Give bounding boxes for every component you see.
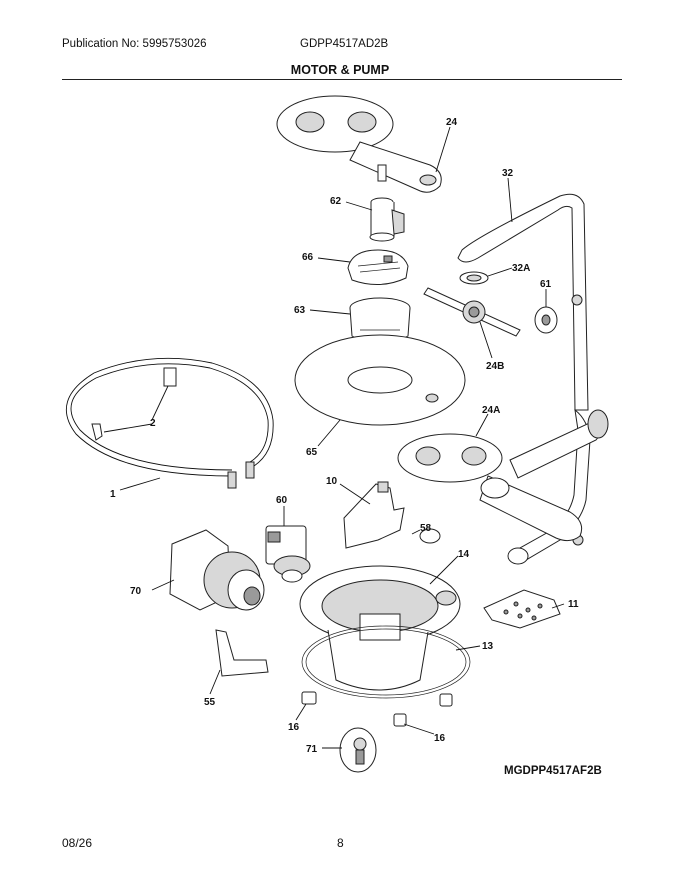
part-32A-washer[interactable] [459,271,489,285]
part-60-pump[interactable] [265,525,311,583]
part-24A-lower-arm[interactable] [397,409,609,542]
callout-65: 65 [306,447,318,458]
part-11-filter[interactable] [483,589,561,629]
callout-61: 61 [540,279,552,290]
callout-70: 70 [130,586,142,597]
callout-60: 60 [276,495,288,506]
leader-lines [103,126,565,749]
part-13-gasket[interactable] [301,625,471,699]
footer-date: 08/26 [62,836,93,850]
section-title: MOTOR & PUMP [290,63,390,77]
callout-62: 62 [330,196,342,207]
callout-24: 24 [446,117,458,128]
callout-55: 55 [204,697,216,708]
part-61-seal[interactable] [534,306,558,334]
callout-10: 10 [326,476,338,487]
part-71-sensor[interactable] [339,727,377,773]
callout-14: 14 [458,549,470,560]
part-14-sump[interactable] [299,565,461,691]
callout-11: 11 [568,599,579,610]
callout-16-left: 16 [288,722,300,733]
callout-63: 63 [294,305,306,316]
callout-32A: 32A [512,263,530,274]
callout-2: 2 [150,418,156,429]
callout-16-right: 16 [434,733,446,744]
part-16-foot-mid[interactable] [393,713,407,727]
callout-labels: 24 32 62 66 32A 61 63 24B 2 65 24A 1 10 … [110,117,579,755]
callout-24A: 24A [482,405,500,416]
part-2-bracket[interactable] [91,367,177,441]
part-16-foot-left[interactable] [301,691,317,705]
callout-1: 1 [110,489,116,500]
page-number: 8 [337,836,344,850]
part-heater-element[interactable] [65,357,274,489]
part-upper-spray-arm[interactable] [276,95,442,193]
part-55-bracket[interactable] [215,629,269,677]
part-filter-plate[interactable] [294,334,466,426]
part-16-foot-right[interactable] [439,693,453,707]
part-24B-arm[interactable] [423,287,521,337]
callout-13: 13 [482,641,494,652]
publication-number: Publication No: 5995753026 [62,38,207,50]
callout-66: 66 [302,252,314,263]
header-rule [62,79,622,80]
callout-58: 58 [420,523,432,534]
part-66[interactable] [347,249,409,285]
callout-32: 32 [502,168,514,179]
part-58-ball[interactable] [419,528,441,544]
part-62[interactable] [369,197,405,242]
callout-24B: 24B [486,361,504,372]
part-10[interactable] [343,481,405,549]
diagram-code: MGDPP4517AF2B [504,765,602,777]
part-63[interactable] [349,297,411,349]
part-70-motor[interactable] [169,529,265,611]
callout-71: 71 [306,744,318,755]
model-number: GDPP4517AD2B [300,38,389,50]
